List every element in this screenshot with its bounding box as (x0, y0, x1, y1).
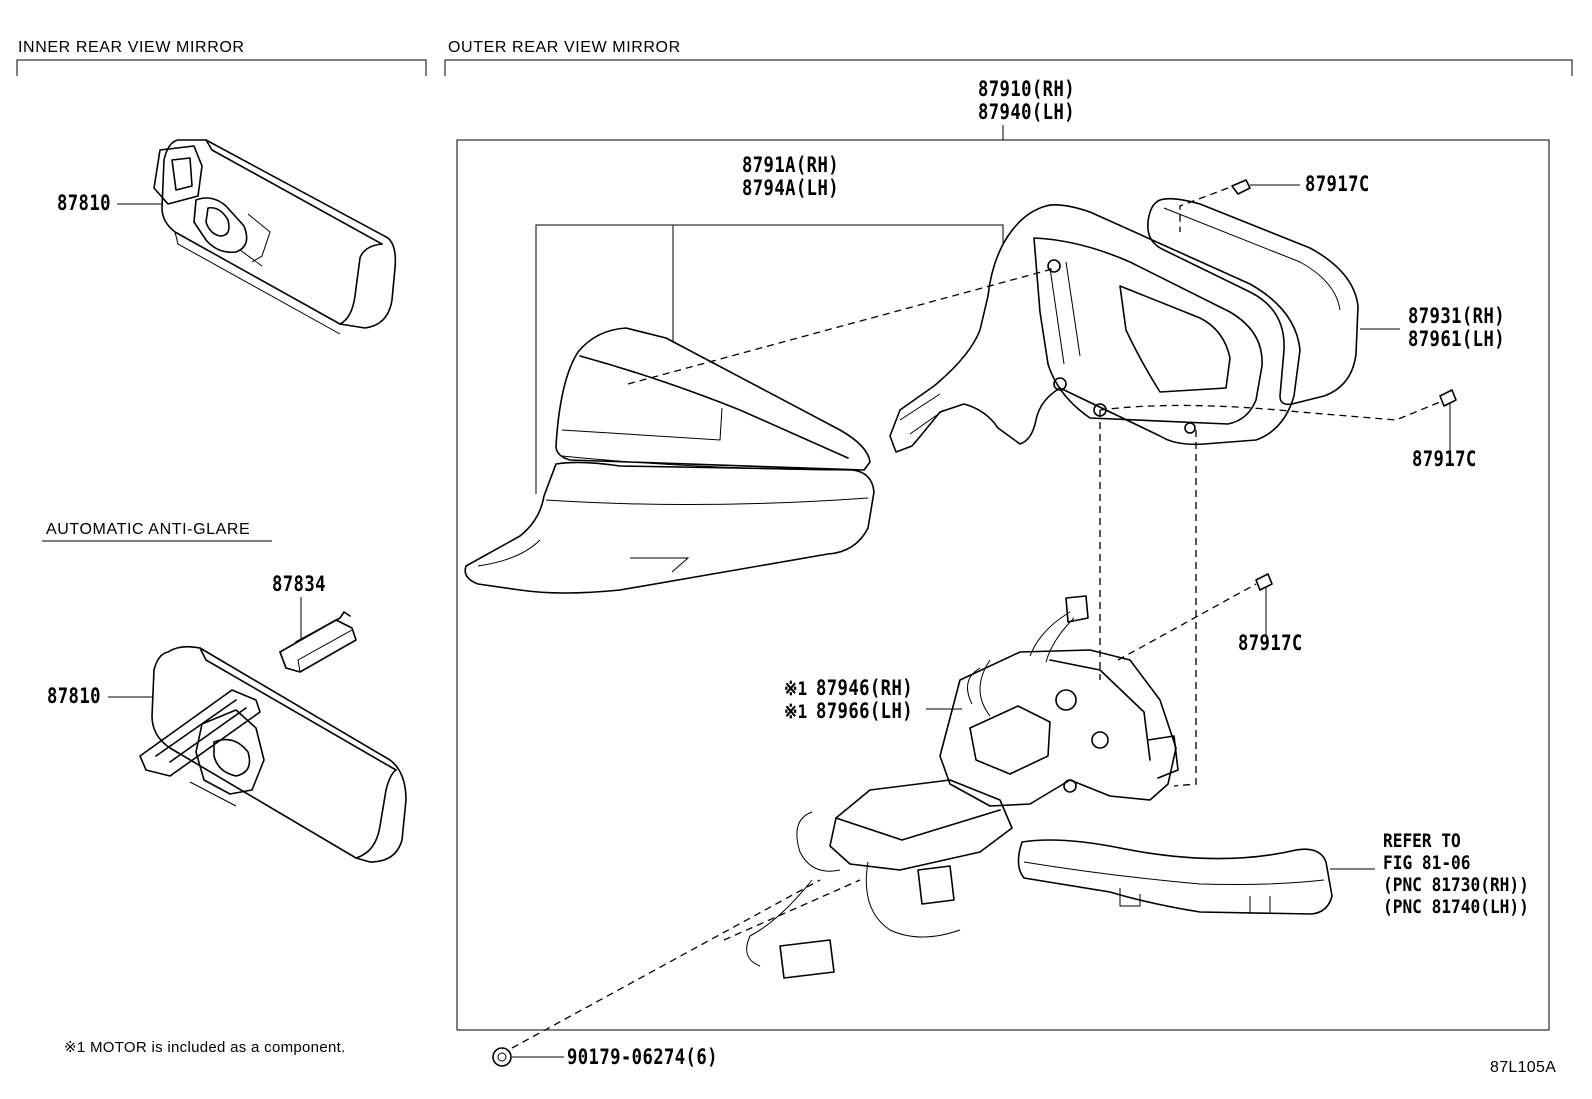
motor-mark-rh: ※1 (784, 678, 808, 700)
part-label-87940-lh[interactable]: 87940(LH) (978, 100, 1076, 124)
mirror-cover-drawing (464, 224, 1004, 594)
part-label-87810-top[interactable]: 87810 (57, 191, 111, 215)
refer-line-2: FIG 81-06 (1383, 852, 1471, 874)
part-label-8791a-rh[interactable]: 8791A(RH) (742, 153, 840, 177)
inner-section-bracket (16, 59, 427, 76)
part-label-87834[interactable]: 87834 (272, 572, 326, 596)
clip-drawing (492, 1047, 564, 1067)
inner-mirror-top-drawing (153, 139, 397, 335)
figure-code: 87L105A (1490, 1059, 1557, 1076)
turn-signal-lamp-drawing (1017, 839, 1375, 915)
refer-line-1: REFER TO (1383, 830, 1461, 852)
anti-glare-title: AUTOMATIC ANTI-GLARE (46, 521, 251, 538)
part-label-87966-lh[interactable]: 87966(LH) (816, 699, 914, 723)
screw-mid-drawing (1255, 573, 1273, 636)
mirror-motor-drawing (746, 595, 1179, 979)
footnote: ※1 MOTOR is included as a component. (64, 1039, 346, 1056)
outer-section-title: OUTER REAR VIEW MIRROR (448, 39, 681, 56)
alignment-dashed-lines (511, 187, 1441, 1049)
inner-section-title: INNER REAR VIEW MIRROR (18, 39, 245, 56)
part-label-87946-rh[interactable]: 87946(RH) (816, 676, 914, 700)
inner-mirror-bottom-drawing (139, 645, 407, 863)
part-label-87810-bottom[interactable]: 87810 (47, 684, 101, 708)
refer-line-3: (PNC 81730(RH)) (1383, 874, 1529, 896)
outer-section-bracket (444, 59, 1573, 76)
refer-line-4: (PNC 81740(LH)) (1383, 896, 1529, 918)
mirror-housing-drawing (889, 204, 1301, 453)
part-label-87917c-right[interactable]: 87917C (1412, 447, 1477, 471)
part-label-8794a-lh[interactable]: 8794A(LH) (742, 176, 840, 200)
part-label-87961-lh[interactable]: 87961(LH) (1408, 327, 1506, 351)
refer-note[interactable]: REFER TO FIG 81-06 (PNC 81730(RH)) (PNC … (1383, 830, 1529, 918)
motor-mark-lh: ※1 (784, 701, 808, 723)
part-label-87917c-top[interactable]: 87917C (1305, 172, 1370, 196)
part-label-90179[interactable]: 90179-06274(6) (567, 1045, 718, 1069)
screw-top-drawing (1231, 179, 1300, 195)
mirror-glass-drawing (1147, 197, 1359, 406)
sensor-cover-drawing (279, 597, 357, 673)
part-label-87917c-mid[interactable]: 87917C (1238, 631, 1303, 655)
screw-right-drawing (1439, 389, 1457, 462)
part-label-87910-rh[interactable]: 87910(RH) (978, 77, 1076, 101)
part-label-87931-rh[interactable]: 87931(RH) (1408, 304, 1506, 328)
